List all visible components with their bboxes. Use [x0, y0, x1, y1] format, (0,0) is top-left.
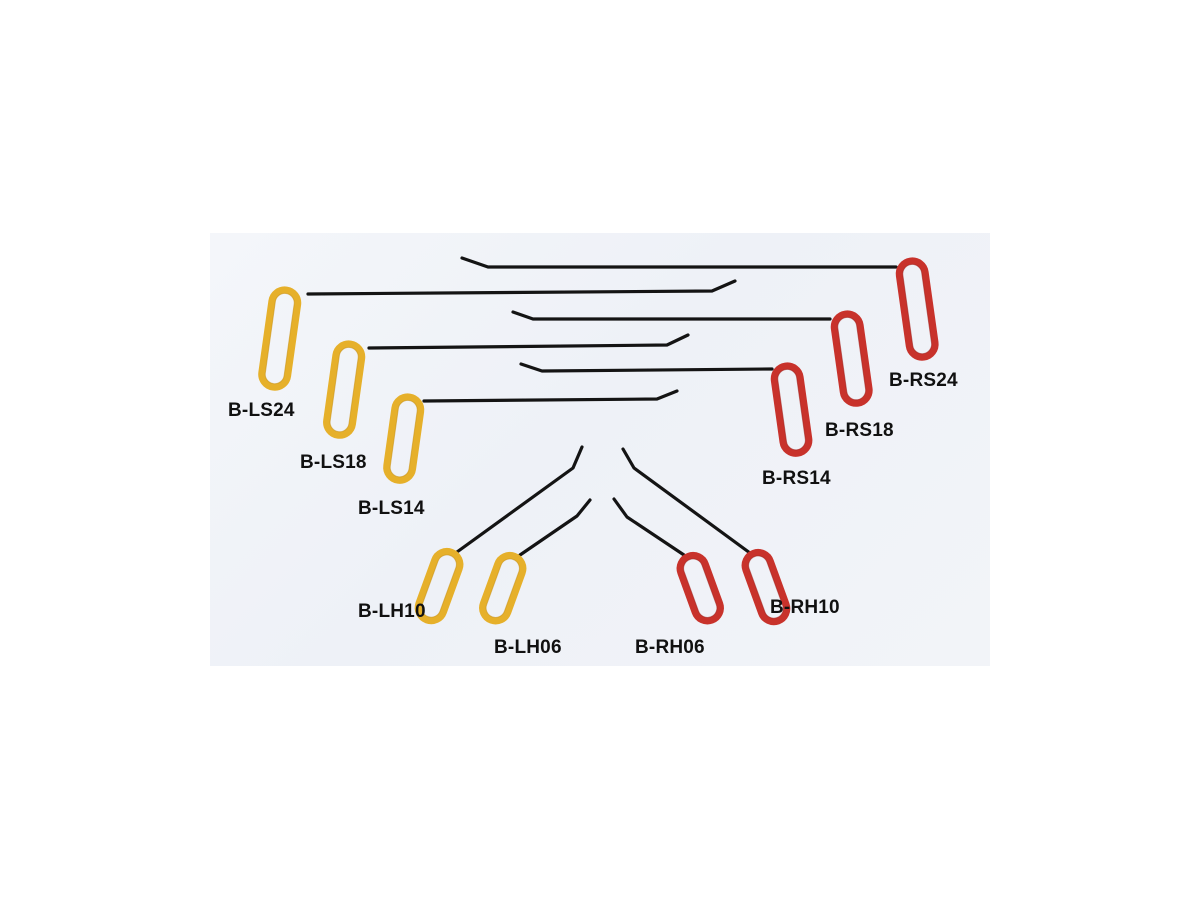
rod-shaft	[621, 447, 752, 555]
tool-label: B-RS14	[762, 468, 831, 489]
tool-b-lh10	[414, 445, 584, 625]
tool-b-rs24	[460, 256, 939, 361]
tool-b-ls24	[258, 279, 737, 391]
product-photo	[210, 233, 990, 666]
tool-b-ls18	[323, 333, 690, 439]
handle-loop-red	[830, 310, 873, 407]
tool-label: B-LS14	[358, 498, 425, 519]
tool-b-rs18	[511, 310, 873, 407]
tool-b-rs14	[519, 362, 813, 457]
handle-loop-red	[895, 257, 939, 361]
handle-loop-red	[741, 548, 791, 626]
handle-loop-red	[676, 551, 724, 625]
handle-loop-yellow	[323, 340, 366, 439]
tool-label: B-RS24	[889, 370, 958, 391]
rod-shaft	[460, 256, 898, 269]
rod-shaft	[612, 497, 686, 557]
tool-label: B-RS18	[825, 420, 894, 441]
rod-shaft	[519, 362, 774, 373]
tool-label: B-LS24	[228, 400, 295, 421]
rod-shaft	[518, 498, 592, 557]
tool-b-rh06	[612, 497, 724, 625]
rod-shaft	[367, 333, 690, 350]
handle-loop-yellow	[383, 393, 425, 484]
rod-shaft	[455, 445, 584, 554]
tool-label: B-LS18	[300, 452, 367, 473]
tool-b-ls14	[383, 389, 679, 484]
tool-label: B-RH10	[770, 597, 840, 618]
handle-loop-yellow	[414, 547, 464, 625]
tool-b-lh06	[479, 498, 592, 625]
rod-shaft	[306, 279, 737, 296]
tool-label: B-LH06	[494, 637, 562, 658]
handle-loop-yellow	[258, 286, 302, 391]
tool-b-rh10	[621, 447, 791, 626]
handle-loop-yellow	[479, 551, 527, 625]
tool-label: B-LH10	[358, 601, 426, 622]
handle-loop-red	[770, 362, 813, 457]
tool-label: B-RH06	[635, 637, 705, 658]
rod-shaft	[422, 389, 679, 403]
rod-shaft	[511, 310, 832, 321]
